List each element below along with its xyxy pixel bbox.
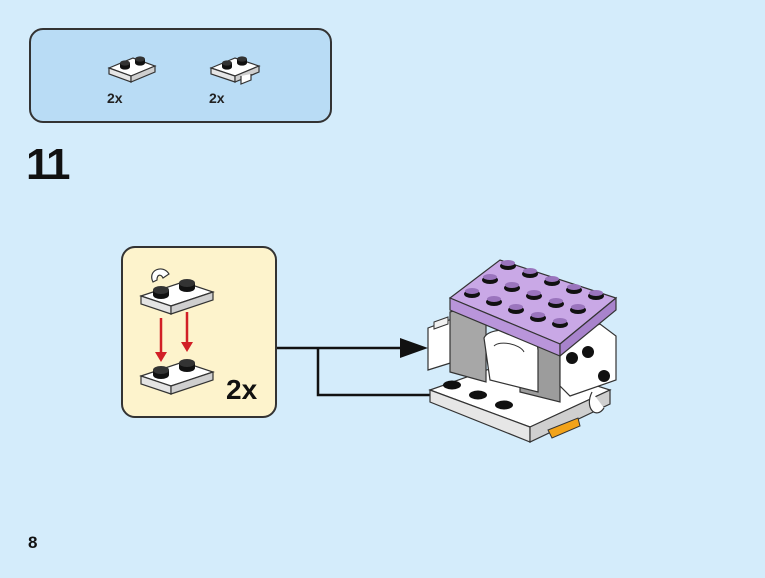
subassembly-diagram bbox=[139, 268, 215, 395]
part-quantity: 2x bbox=[209, 90, 225, 106]
plate-1x2-icon bbox=[139, 359, 215, 395]
clip-plate-icon bbox=[139, 268, 215, 315]
page-number: 8 bbox=[28, 533, 38, 552]
subassembly-quantity: 2x bbox=[226, 374, 258, 405]
arrow-right-icon bbox=[400, 338, 428, 358]
subassembly-callout: 2x bbox=[121, 246, 277, 418]
parts-list: 2x 2x bbox=[29, 28, 332, 123]
arrow-down-icon bbox=[155, 312, 193, 362]
plate-1x2-icon bbox=[107, 56, 157, 83]
plate-1x2-clip-icon bbox=[209, 56, 261, 85]
part-quantity: 2x bbox=[107, 90, 123, 106]
model-assembly-icon bbox=[427, 259, 618, 443]
step-number: 11 bbox=[26, 140, 70, 189]
